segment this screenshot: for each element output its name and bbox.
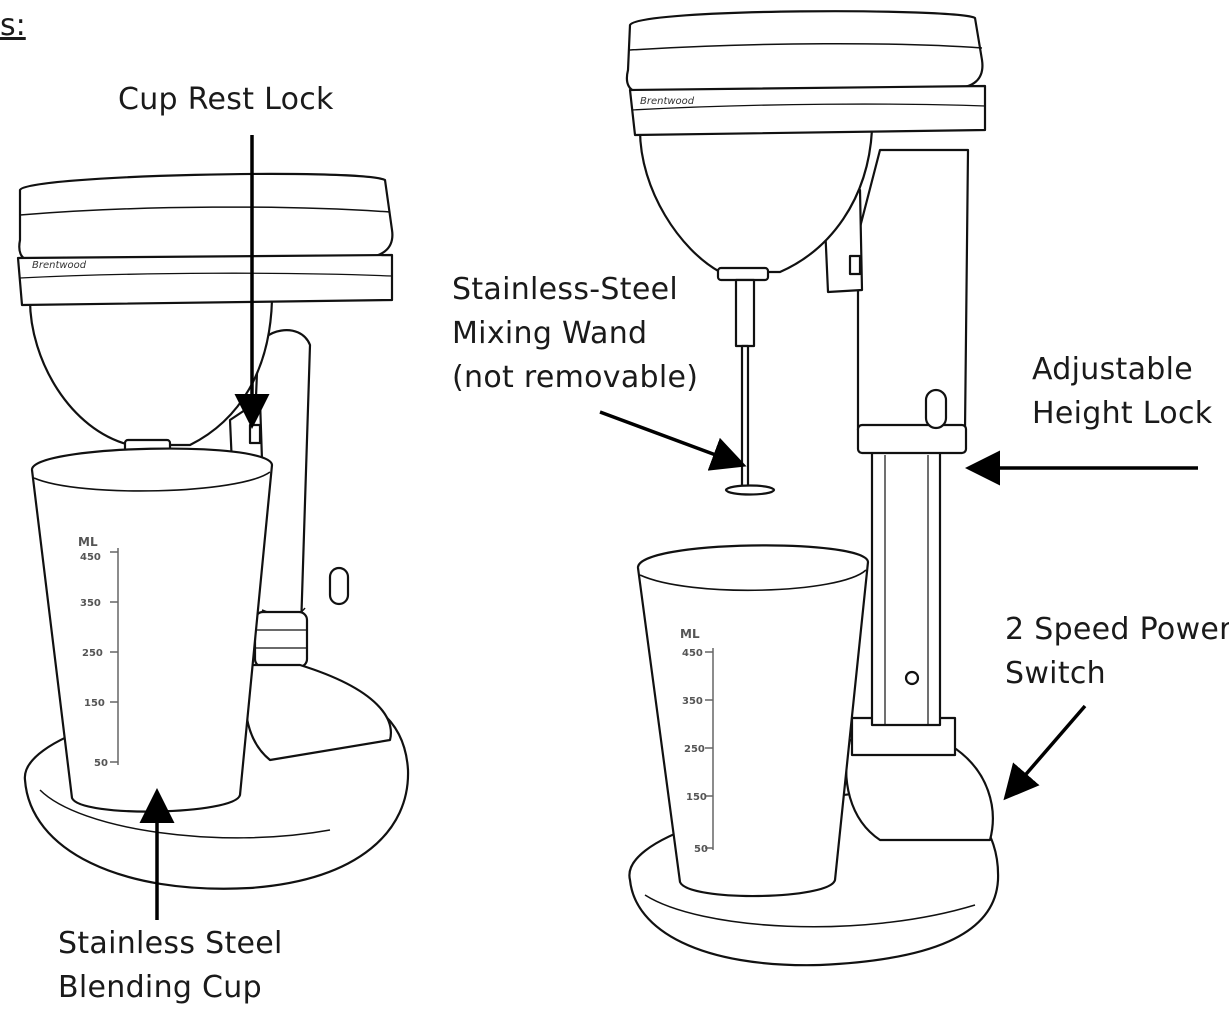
left-cup-level-450: 450 <box>80 552 101 563</box>
right-cup-level-250: 250 <box>684 744 705 755</box>
right-blending-cup <box>636 544 870 898</box>
left-head-top <box>18 172 394 262</box>
mixing-wand-label-line-2: Mixing Wand <box>452 316 648 351</box>
right-mixing-wand <box>734 278 756 348</box>
power-switch-label: 2 Speed Power Switch <box>1005 608 1229 696</box>
left-mixer-illustration <box>16 172 410 890</box>
height-lock-label-line-1: Adjustable <box>1032 352 1193 387</box>
left-cup-level-350: 350 <box>80 598 101 609</box>
left-cup-level-150: 150 <box>84 698 105 709</box>
left-cup-level-50: 50 <box>94 758 108 769</box>
right-head-top <box>625 10 984 94</box>
power-switch-arrow <box>1003 704 1087 801</box>
left-cup-level-250: 250 <box>82 648 103 659</box>
height-lock-label-line-2: Height Lock <box>1032 396 1213 431</box>
right-cup-unit: ML <box>680 627 700 641</box>
right-mixer-illustration <box>625 10 1000 967</box>
right-height-lock-knob <box>924 388 948 430</box>
height-lock-label: Adjustable Height Lock <box>1032 348 1212 436</box>
right-motor-head <box>638 128 874 274</box>
left-brand-logo: Brentwood <box>32 260 87 271</box>
left-height-lock-knob <box>328 566 350 606</box>
mixing-wand-label-line-1: Stainless-Steel <box>452 272 678 307</box>
right-cup-level-50: 50 <box>694 844 708 855</box>
mixing-wand-arrow <box>599 410 747 471</box>
section-heading-fragment: s: <box>0 8 26 43</box>
mixing-wand-label-line-3: (not removable) <box>452 360 699 395</box>
left-cup-unit: ML <box>78 535 98 549</box>
right-brand-logo: Brentwood <box>640 96 695 107</box>
power-switch-label-line-2: Switch <box>1005 656 1106 691</box>
mixing-wand-label: Stainless-Steel Mixing Wand (not removab… <box>452 268 698 400</box>
right-cup-level-450: 450 <box>682 648 703 659</box>
power-switch-label-line-1: 2 Speed Power <box>1005 612 1229 647</box>
cup-rest-lock-label: Cup Rest Lock <box>118 82 334 117</box>
blending-cup-label-line-2: Blending Cup <box>58 970 262 1005</box>
blending-cup-label-line-1: Stainless Steel <box>58 926 283 961</box>
blending-cup-label: Stainless Steel Blending Cup <box>58 922 283 1010</box>
left-blending-cup <box>30 447 274 813</box>
right-column <box>870 448 942 727</box>
right-cup-level-350: 350 <box>682 696 703 707</box>
right-cup-level-150: 150 <box>686 792 707 803</box>
